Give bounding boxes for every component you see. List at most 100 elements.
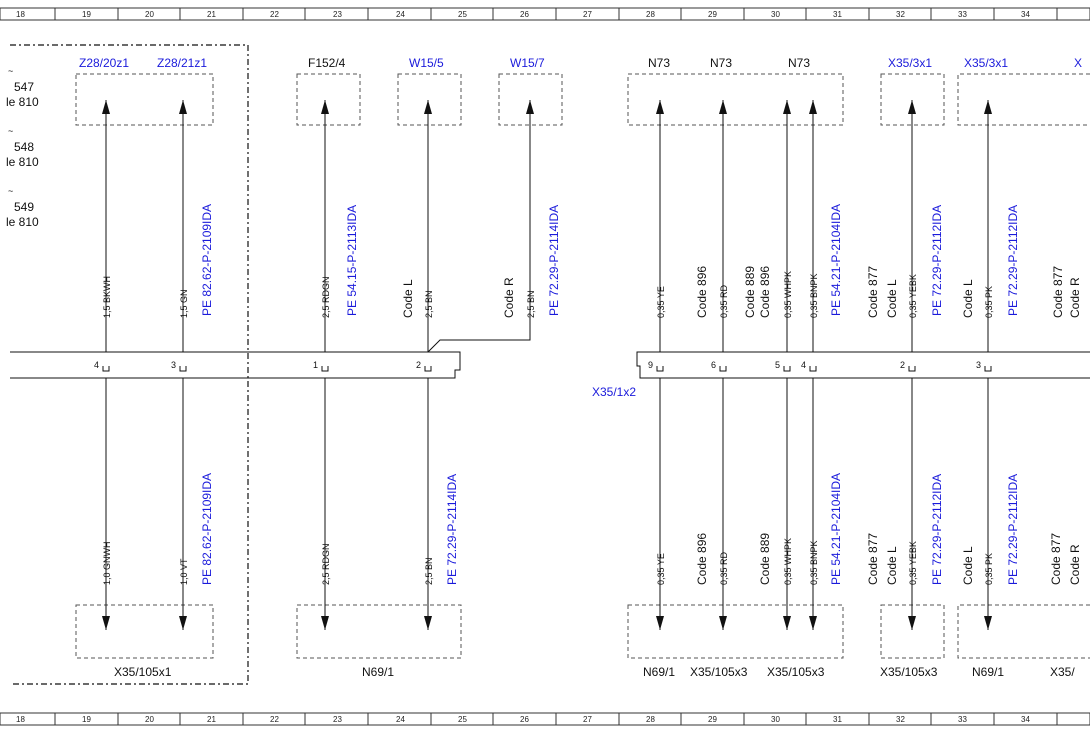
- pe-reference-link[interactable]: PE 72.29-P-2112IDA: [930, 205, 944, 316]
- top-component-label[interactable]: W15/5: [409, 56, 444, 70]
- bottom-component-label[interactable]: X35/105x3: [767, 665, 825, 679]
- arrow-down-icon: [809, 616, 817, 630]
- left-note-text: le 810: [6, 95, 39, 109]
- ruler-label: 21: [207, 10, 216, 19]
- top-box-x35-3x1-a[interactable]: [880, 73, 945, 126]
- option-code: Code 896: [695, 266, 709, 318]
- wire-label: 0,35 RD: [719, 284, 729, 318]
- ruler-label: 22: [270, 715, 279, 724]
- wire-label: 1,5 GN: [179, 289, 189, 318]
- pe-reference-link[interactable]: PE 72.29-P-2114IDA: [445, 474, 459, 585]
- pe-reference-link[interactable]: PE 54.15-P-2113IDA: [345, 205, 359, 316]
- bottom-component-label[interactable]: N69/1: [972, 665, 1004, 679]
- option-code: Code R: [1068, 277, 1082, 318]
- pin-marker: [984, 366, 992, 372]
- left-note-sym: ~: [8, 186, 13, 196]
- wire-label: 0,35 YE: [656, 553, 666, 585]
- option-code: Code 877: [866, 533, 880, 585]
- wire-label: 0,35 WHPK: [783, 271, 793, 318]
- pe-reference-link[interactable]: PE 82.62-P-2109IDA: [200, 473, 214, 585]
- ruler-label: 27: [583, 715, 592, 724]
- top-component-label[interactable]: N73: [788, 56, 810, 70]
- pe-reference-link[interactable]: PE 72.29-P-2112IDA: [1006, 474, 1020, 585]
- top-component-label[interactable]: X35/3x1: [964, 56, 1008, 70]
- bottom-component-label[interactable]: N69/1: [643, 665, 675, 679]
- pe-reference-link[interactable]: PE 72.29-P-2112IDA: [1006, 205, 1020, 316]
- top-component-label[interactable]: N73: [648, 56, 670, 70]
- arrow-up-icon: [179, 100, 187, 114]
- pin-number: 5: [775, 360, 780, 370]
- ruler-label: 19: [82, 715, 91, 724]
- top-box-w15-5[interactable]: [397, 73, 462, 126]
- wire-label: 0,35 RD: [719, 551, 729, 585]
- ruler-label: 31: [833, 10, 842, 19]
- top-component-label[interactable]: X35/3x1: [888, 56, 932, 70]
- top-component-label[interactable]: X: [1074, 56, 1082, 70]
- ruler-label: 27: [583, 10, 592, 19]
- bottom-component-label[interactable]: X35/105x1: [114, 665, 172, 679]
- ruler-label: 24: [396, 10, 405, 19]
- bottom-component-label[interactable]: X35/105x3: [880, 665, 938, 679]
- top-component-label[interactable]: N73: [710, 56, 732, 70]
- top-box-z28[interactable]: [75, 73, 214, 126]
- top-component-label[interactable]: W15/7: [510, 56, 545, 70]
- top-box-f152[interactable]: [296, 73, 361, 126]
- option-code: Code 877: [1049, 533, 1063, 585]
- bottom-component-label[interactable]: X35/105x3: [690, 665, 748, 679]
- ruler-label: 28: [646, 715, 655, 724]
- arrow-up-icon: [783, 100, 791, 114]
- left-note-sym: ~: [8, 66, 13, 76]
- top-component-label[interactable]: Z28/21z1: [157, 56, 207, 70]
- option-code: Code L: [401, 279, 415, 318]
- top-component-label[interactable]: Z28/20z1: [79, 56, 129, 70]
- pin-number: 2: [416, 360, 421, 370]
- bottom-component-label[interactable]: X35/: [1050, 665, 1075, 679]
- ruler-label: 33: [958, 10, 967, 19]
- option-code: Code 877: [866, 266, 880, 318]
- top-box-n73[interactable]: [627, 73, 844, 126]
- pe-reference-link[interactable]: PE 54.21-P-2104IDA: [829, 204, 843, 316]
- ruler-label: 34: [1021, 10, 1030, 19]
- wire-label: 0,35 BNPK: [809, 273, 819, 318]
- wire-label: 2,5 BN: [526, 290, 536, 318]
- ruler-label: 30: [771, 10, 780, 19]
- option-code: Code L: [885, 279, 899, 318]
- bottom-box-n69-b[interactable]: [957, 604, 1090, 659]
- ruler-label: 28: [646, 10, 655, 19]
- ruler-label: 22: [270, 10, 279, 19]
- bottom-box-n69-a[interactable]: [296, 604, 462, 659]
- ruler-label: 34: [1021, 715, 1030, 724]
- left-note-text: le 810: [6, 155, 39, 169]
- bottom-component-label[interactable]: N69/1: [362, 665, 394, 679]
- ruler-label: 32: [896, 715, 905, 724]
- top-component-label[interactable]: F152/4: [308, 56, 346, 70]
- top-box-x35-3x1-b[interactable]: [957, 73, 1090, 126]
- ruler-label: 31: [833, 715, 842, 724]
- option-code: Code 889: [758, 533, 772, 585]
- top-component-boxes: [75, 73, 1090, 126]
- pin-marker: [809, 366, 817, 372]
- ruler-label: 29: [708, 10, 717, 19]
- top-box-w15-7[interactable]: [498, 73, 563, 126]
- pe-reference-link[interactable]: PE 54.21-P-2104IDA: [829, 473, 843, 585]
- pin-marker: [656, 366, 664, 372]
- arrow-up-icon: [656, 100, 664, 114]
- wire-label: 0,35 PK: [984, 286, 994, 318]
- bottom-box-x35-105x1[interactable]: [75, 604, 214, 659]
- pin-number: 2: [900, 360, 905, 370]
- arrow-down-icon: [424, 616, 432, 630]
- arrow-down-icon: [321, 616, 329, 630]
- pe-reference-link[interactable]: PE 72.29-P-2114IDA: [547, 205, 561, 316]
- pe-reference-link[interactable]: PE 72.29-P-2112IDA: [930, 474, 944, 585]
- arrow-down-icon: [179, 616, 187, 630]
- option-code: Code 896: [758, 266, 772, 318]
- bottom-box-n69-x35[interactable]: [627, 604, 844, 659]
- wire-w15-7-branch[interactable]: [427, 100, 531, 353]
- pin-number: 4: [94, 360, 99, 370]
- ruler-label: 26: [520, 715, 529, 724]
- pe-reference-link[interactable]: PE 82.62-P-2109IDA: [200, 204, 214, 316]
- wire-label: 0,35 YE: [656, 286, 666, 318]
- pin-number: 6: [711, 360, 716, 370]
